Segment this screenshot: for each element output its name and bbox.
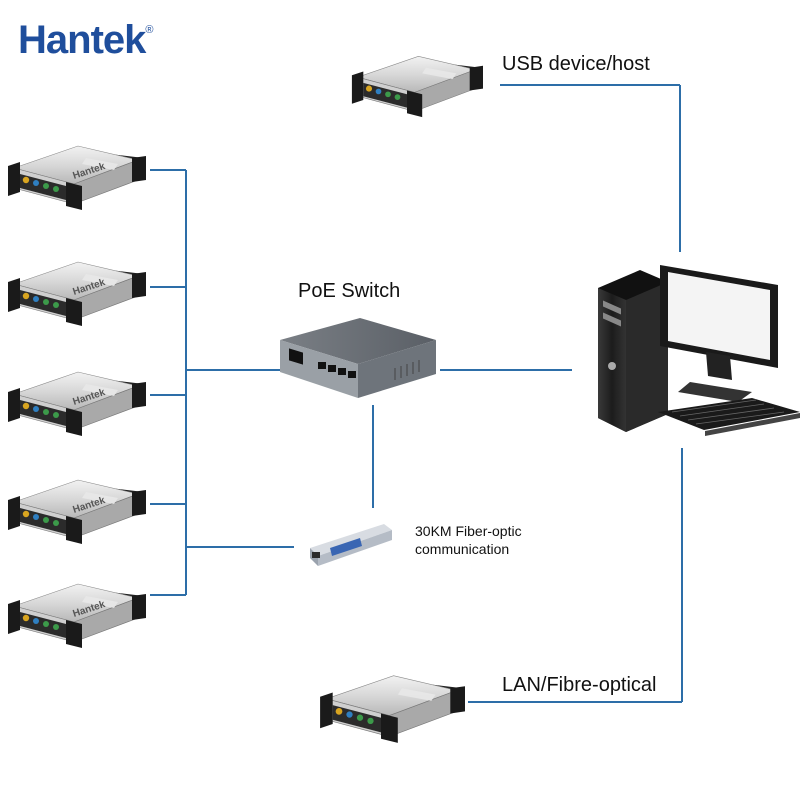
poe-switch-label: PoE Switch — [298, 280, 401, 302]
fiber-label-line2: communication — [415, 541, 510, 557]
scope-left-4: Hantek — [7, 479, 147, 545]
scope-left-3: Hantek — [7, 371, 147, 437]
lan-label: LAN/Fibre-optical — [502, 674, 657, 696]
scope-usb — [351, 55, 484, 118]
scope-lan — [319, 675, 466, 744]
scope-left-5: Hantek — [7, 583, 147, 649]
fiber-module-icon — [310, 524, 392, 566]
computer-icon — [598, 265, 800, 436]
brand-name: Hantek — [18, 18, 146, 62]
fiber-label-line1: 30KM Fiber-optic — [415, 523, 522, 539]
scope-left-1: Hantek — [7, 145, 147, 211]
scope-left-2: Hantek — [7, 261, 147, 327]
connection-lines — [150, 84, 683, 703]
registered-mark: ® — [145, 23, 153, 36]
poe-switch-icon — [280, 318, 436, 398]
hantek-logo: Hantek® — [18, 18, 154, 63]
usb-label: USB device/host — [502, 53, 650, 75]
